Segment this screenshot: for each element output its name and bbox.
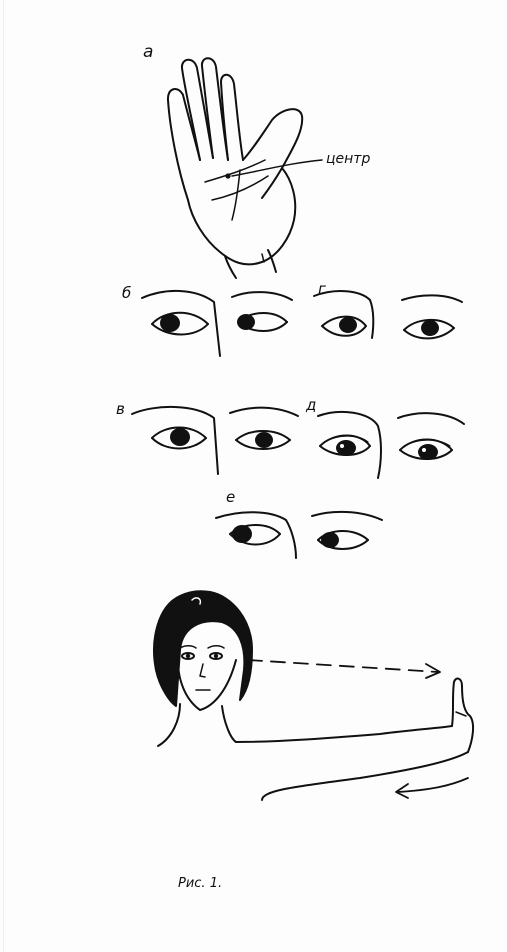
eyes-v (132, 407, 298, 474)
motion-arrow (398, 778, 468, 792)
label-a: а (143, 44, 153, 61)
eyes-b (142, 291, 292, 356)
palm-center-dot (225, 173, 230, 178)
label-center: центр (326, 152, 370, 166)
girl-figure (154, 591, 473, 800)
eyes-d (318, 412, 464, 478)
sight-line (248, 660, 438, 672)
eyes-e (216, 512, 382, 558)
label-e: е (226, 490, 235, 505)
hand-drawing (168, 58, 322, 278)
eyes-g (314, 291, 462, 338)
label-d: д (306, 398, 316, 413)
label-v: в (116, 402, 125, 417)
label-b: б (122, 286, 131, 301)
figure-caption: Рис. 1. (178, 876, 222, 891)
label-g: г (318, 282, 326, 297)
